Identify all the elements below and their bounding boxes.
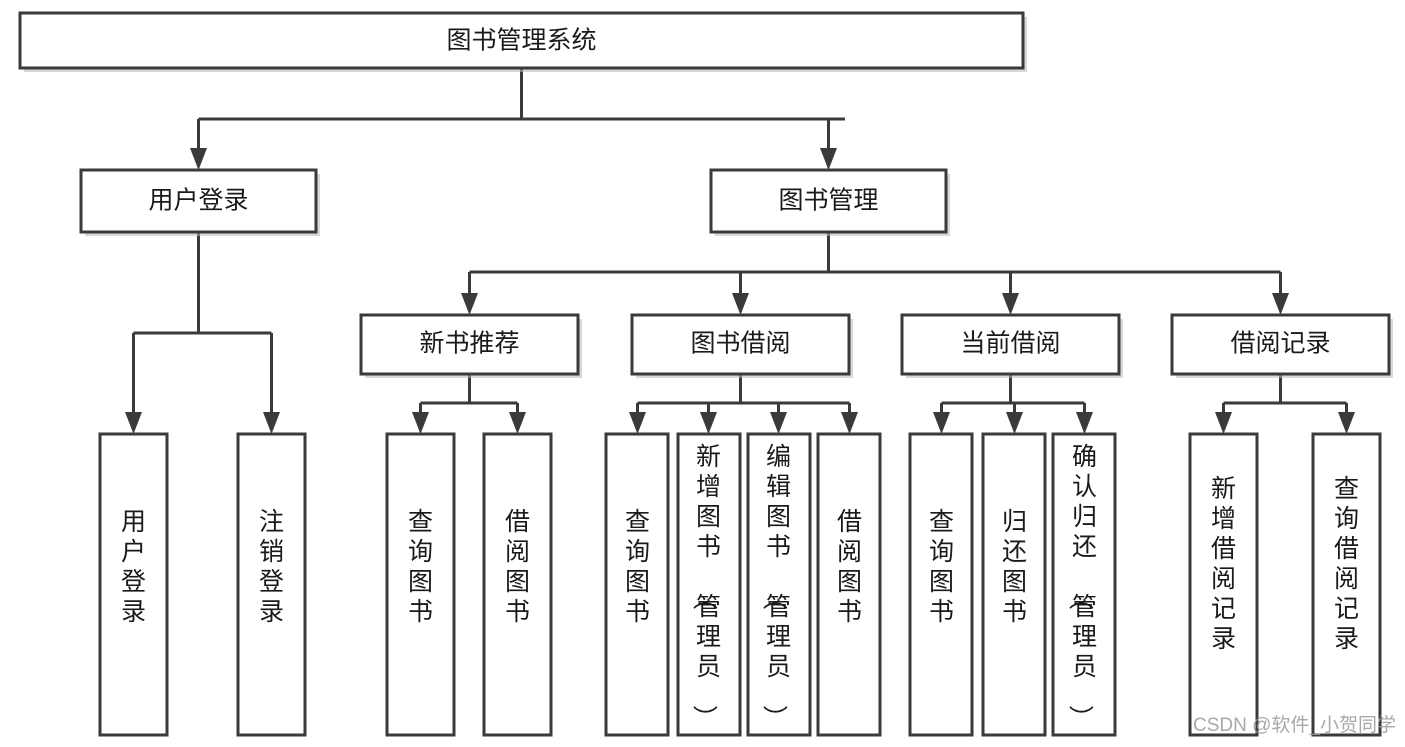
- node-leaf-borrow-book-rec-rect[interactable]: [482, 432, 553, 737]
- node-leaf-add-book[interactable]: 新增图书（管理员）: [676, 432, 742, 737]
- node-book-manage[interactable]: 图书管理: [709, 168, 950, 236]
- arrow-head-leaf-user-logout: [263, 412, 280, 434]
- node-leaf-confirm-return-rect[interactable]: [1051, 432, 1117, 737]
- node-leaf-borrow-book[interactable]: 借阅图书: [816, 432, 882, 737]
- arrow-head-leaf-query-book-cur: [933, 412, 950, 434]
- node-leaf-query-book-borrow[interactable]: 查询图书: [604, 432, 670, 737]
- connector-current-borrow-to-leaves: [933, 374, 1093, 434]
- node-new-book-recommend[interactable]: 新书推荐: [359, 313, 582, 378]
- node-leaf-query-record-rect[interactable]: [1311, 432, 1382, 737]
- arrow-head-leaf-user-login: [125, 412, 142, 434]
- arrow-head-leaf-edit-book: [770, 412, 787, 434]
- node-borrow-record[interactable]: 借阅记录: [1170, 313, 1393, 378]
- node-user-login-rect[interactable]: [79, 168, 318, 234]
- arrow-head-leaf-query-book-rec: [412, 412, 429, 434]
- node-book-manage-rect[interactable]: [709, 168, 948, 234]
- connector-root-to-level2: [190, 68, 845, 170]
- node-leaf-edit-book-rect[interactable]: [746, 432, 812, 737]
- arrow-head-leaf-query-record: [1338, 412, 1355, 434]
- node-new-book-recommend-rect[interactable]: [359, 313, 580, 376]
- node-user-login[interactable]: 用户登录: [79, 168, 320, 236]
- node-leaf-edit-book[interactable]: 编辑图书（管理员）: [746, 432, 812, 737]
- node-book-borrow[interactable]: 图书借阅: [630, 313, 853, 378]
- connector-new-book-recommend-to-leaves: [412, 374, 526, 434]
- node-leaf-add-record-label: 新增借阅记录: [1211, 475, 1236, 653]
- node-leaf-user-logout-rect[interactable]: [236, 432, 307, 737]
- node-leaf-query-record-label: 查询借阅记录: [1334, 475, 1359, 653]
- node-root-label: 图书管理系统: [446, 27, 596, 55]
- connector-book-borrow-to-leaves: [629, 374, 858, 434]
- node-leaf-query-book-borrow-rect[interactable]: [604, 432, 670, 737]
- node-borrow-record-rect[interactable]: [1170, 313, 1391, 376]
- node-book-manage-label: 图书管理: [778, 187, 878, 215]
- node-leaf-query-book-cur[interactable]: 查询图书: [908, 432, 974, 737]
- node-current-borrow-rect[interactable]: [900, 313, 1121, 376]
- node-borrow-record-label: 借阅记录: [1230, 330, 1330, 358]
- arrow-head-leaf-borrow-book-rec: [509, 412, 526, 434]
- arrow-head-leaf-return-book: [1006, 412, 1023, 434]
- node-leaf-borrow-book-label: 借阅图书: [837, 508, 862, 626]
- node-root-rect[interactable]: [18, 11, 1025, 70]
- node-book-borrow-rect[interactable]: [630, 313, 851, 376]
- node-leaf-query-book-borrow-label: 查询图书: [625, 508, 650, 626]
- node-leaf-add-record[interactable]: 新增借阅记录: [1188, 432, 1259, 737]
- arrow-head-leaf-add-record: [1215, 412, 1232, 434]
- arrow-head-leaf-confirm-return: [1076, 412, 1093, 434]
- node-leaf-query-book-cur-rect[interactable]: [908, 432, 974, 737]
- arrow-head-new-book-recommend: [461, 293, 478, 315]
- node-new-book-recommend-label: 新书推荐: [419, 330, 519, 358]
- node-leaf-user-login[interactable]: 用户登录: [98, 432, 169, 737]
- node-root[interactable]: 图书管理系统: [18, 11, 1027, 72]
- arrow-head-book-manage: [820, 148, 837, 170]
- arrow-head-book-borrow: [732, 293, 749, 315]
- node-leaf-add-book-rect[interactable]: [676, 432, 742, 737]
- connector-borrow-record-to-leaves: [1215, 374, 1355, 434]
- node-leaf-add-book-label: 新增图书（管理员）: [690, 443, 721, 730]
- node-user-login-label: 用户登录: [148, 187, 248, 215]
- connector-book-manage-to-level3: [461, 232, 1289, 315]
- node-current-borrow-label: 当前借阅: [960, 330, 1060, 358]
- node-leaf-confirm-return[interactable]: 确认归还（管理员）: [1051, 432, 1117, 737]
- node-leaf-query-record[interactable]: 查询借阅记录: [1311, 432, 1382, 737]
- node-leaf-borrow-book-rec[interactable]: 借阅图书: [482, 432, 553, 737]
- node-leaf-user-logout-label: 注销登录: [259, 508, 284, 626]
- node-leaf-query-book-rec[interactable]: 查询图书: [385, 432, 456, 737]
- node-book-borrow-label: 图书借阅: [690, 330, 790, 358]
- node-leaf-add-record-rect[interactable]: [1188, 432, 1259, 737]
- node-leaf-borrow-book-rect[interactable]: [816, 432, 882, 737]
- node-leaf-user-logout[interactable]: 注销登录: [236, 432, 307, 737]
- node-leaf-return-book[interactable]: 归还图书: [981, 432, 1047, 737]
- node-leaf-edit-book-label: 编辑图书（管理员）: [760, 443, 791, 730]
- node-leaf-return-book-rect[interactable]: [981, 432, 1047, 737]
- arrow-head-leaf-add-book: [700, 412, 717, 434]
- csdn-watermark: CSDN @软件_小贺同学: [1193, 714, 1396, 736]
- node-leaf-return-book-label: 归还图书: [1002, 508, 1027, 626]
- connector-layer: [125, 68, 1355, 434]
- node-leaf-user-login-rect[interactable]: [98, 432, 169, 737]
- arrow-head-user-login: [190, 148, 207, 170]
- arrow-head-borrow-record: [1272, 293, 1289, 315]
- arrow-head-leaf-borrow-book: [841, 412, 858, 434]
- arrow-head-current-borrow: [1002, 293, 1019, 315]
- node-leaf-confirm-return-label: 确认归还（管理员）: [1066, 443, 1097, 730]
- node-leaf-user-login-label: 用户登录: [121, 508, 146, 626]
- connector-user-login-to-leaves: [125, 232, 280, 434]
- node-leaf-query-book-rec-rect[interactable]: [385, 432, 456, 737]
- node-current-borrow[interactable]: 当前借阅: [900, 313, 1123, 378]
- node-leaf-borrow-book-rec-label: 借阅图书: [505, 508, 530, 626]
- node-leaf-query-book-rec-label: 查询图书: [408, 508, 433, 626]
- arrow-head-leaf-query-book-borrow: [629, 412, 646, 434]
- node-leaf-query-book-cur-label: 查询图书: [929, 508, 954, 626]
